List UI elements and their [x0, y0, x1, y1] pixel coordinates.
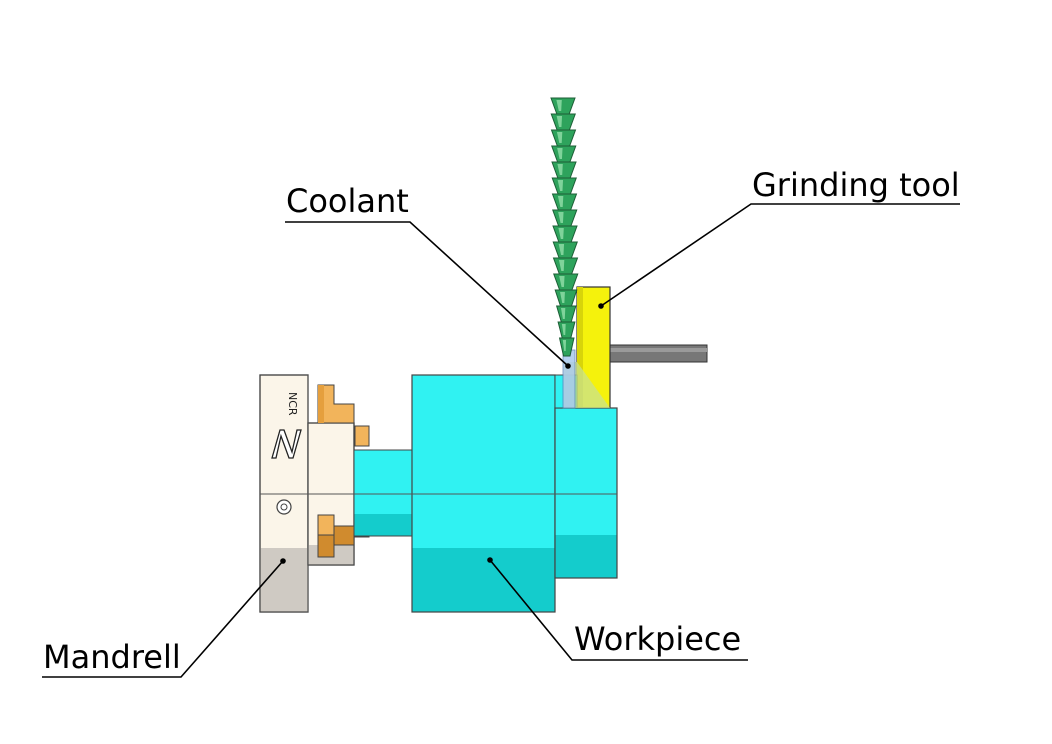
coolant-drop: [552, 241, 578, 261]
coolant-drop-highlight: [557, 164, 563, 175]
coolant-leader: [285, 221, 569, 367]
workpiece-label: Workpiece: [574, 620, 741, 658]
coolant-drop: [553, 273, 579, 293]
coolant-drop: [550, 97, 576, 117]
coolant-drop-highlight: [556, 132, 563, 143]
coolant-drop-highlight: [557, 196, 564, 207]
coolant-drop-highlight: [556, 116, 563, 127]
grinding-tool-label: Grinding tool: [752, 166, 960, 204]
coolant-drop: [550, 113, 576, 133]
coolant-leader-dot: [565, 363, 571, 369]
coolant-drop-highlight: [558, 228, 564, 239]
coolant-drop: [551, 145, 577, 165]
tool-shaft-highlight: [610, 348, 707, 352]
coolant-stream: [562, 349, 576, 409]
upper-jaw-tab: [354, 425, 370, 447]
lower-jaw-dark: [333, 525, 355, 546]
coolant-film: [564, 362, 610, 408]
upper-jaw-shadow: [318, 385, 324, 423]
coolant-drop: [555, 305, 577, 325]
grinding-tool-side: [577, 287, 583, 408]
coolant-drop-highlight: [558, 212, 564, 223]
coolant-drop-highlight: [560, 308, 566, 319]
workpiece-step-shade: [555, 535, 617, 578]
coolant-drops: [550, 97, 579, 357]
workpiece-leader-dot: [487, 557, 493, 563]
coolant-drop: [551, 193, 578, 213]
coolant-drop: [551, 161, 577, 181]
coolant-drop-highlight: [556, 100, 562, 111]
coolant-drop-highlight: [561, 324, 566, 335]
coolant-drop-highlight: [557, 180, 564, 191]
mandrell-screw-inner: [280, 503, 288, 511]
coolant-drop: [552, 209, 578, 229]
coolant: [550, 97, 610, 409]
coolant-drop-highlight: [562, 340, 567, 351]
workpiece: [353, 374, 618, 613]
ncr-logo-text: NCR: [286, 392, 299, 416]
ncr-logo-icon: NCR: [271, 392, 302, 459]
mandrell-screw-icon: [276, 499, 292, 515]
mandrell: NCR: [259, 374, 370, 613]
workpiece-leader: [489, 559, 748, 661]
mandrell-leader-dot: [280, 558, 286, 564]
coolant-drop: [554, 289, 578, 309]
coolant-drop-highlight: [557, 148, 563, 159]
workpiece-main-shade: [412, 548, 555, 612]
coolant-drop-highlight: [560, 292, 565, 303]
coolant-drop: [551, 177, 577, 197]
coolant-drop-highlight: [558, 244, 565, 255]
grinding-tool-leader: [600, 203, 960, 307]
workpiece-neck-shade: [354, 514, 412, 536]
lower-jaw-dark-2: [317, 534, 335, 558]
coolant-drop: [557, 321, 576, 341]
coolant-drop-highlight: [559, 276, 565, 287]
tool-shaft: [609, 344, 708, 363]
mandrell-leader: [42, 560, 284, 678]
leader-lines: [42, 203, 960, 678]
mandrell-label: Mandrell: [43, 638, 181, 676]
coolant-label: Coolant: [286, 182, 409, 220]
coolant-drop: [552, 257, 579, 277]
grinding-tool-leader-dot: [598, 303, 604, 309]
coolant-drop: [550, 129, 577, 149]
coolant-drop-highlight: [558, 260, 565, 271]
coolant-drop: [552, 225, 578, 245]
